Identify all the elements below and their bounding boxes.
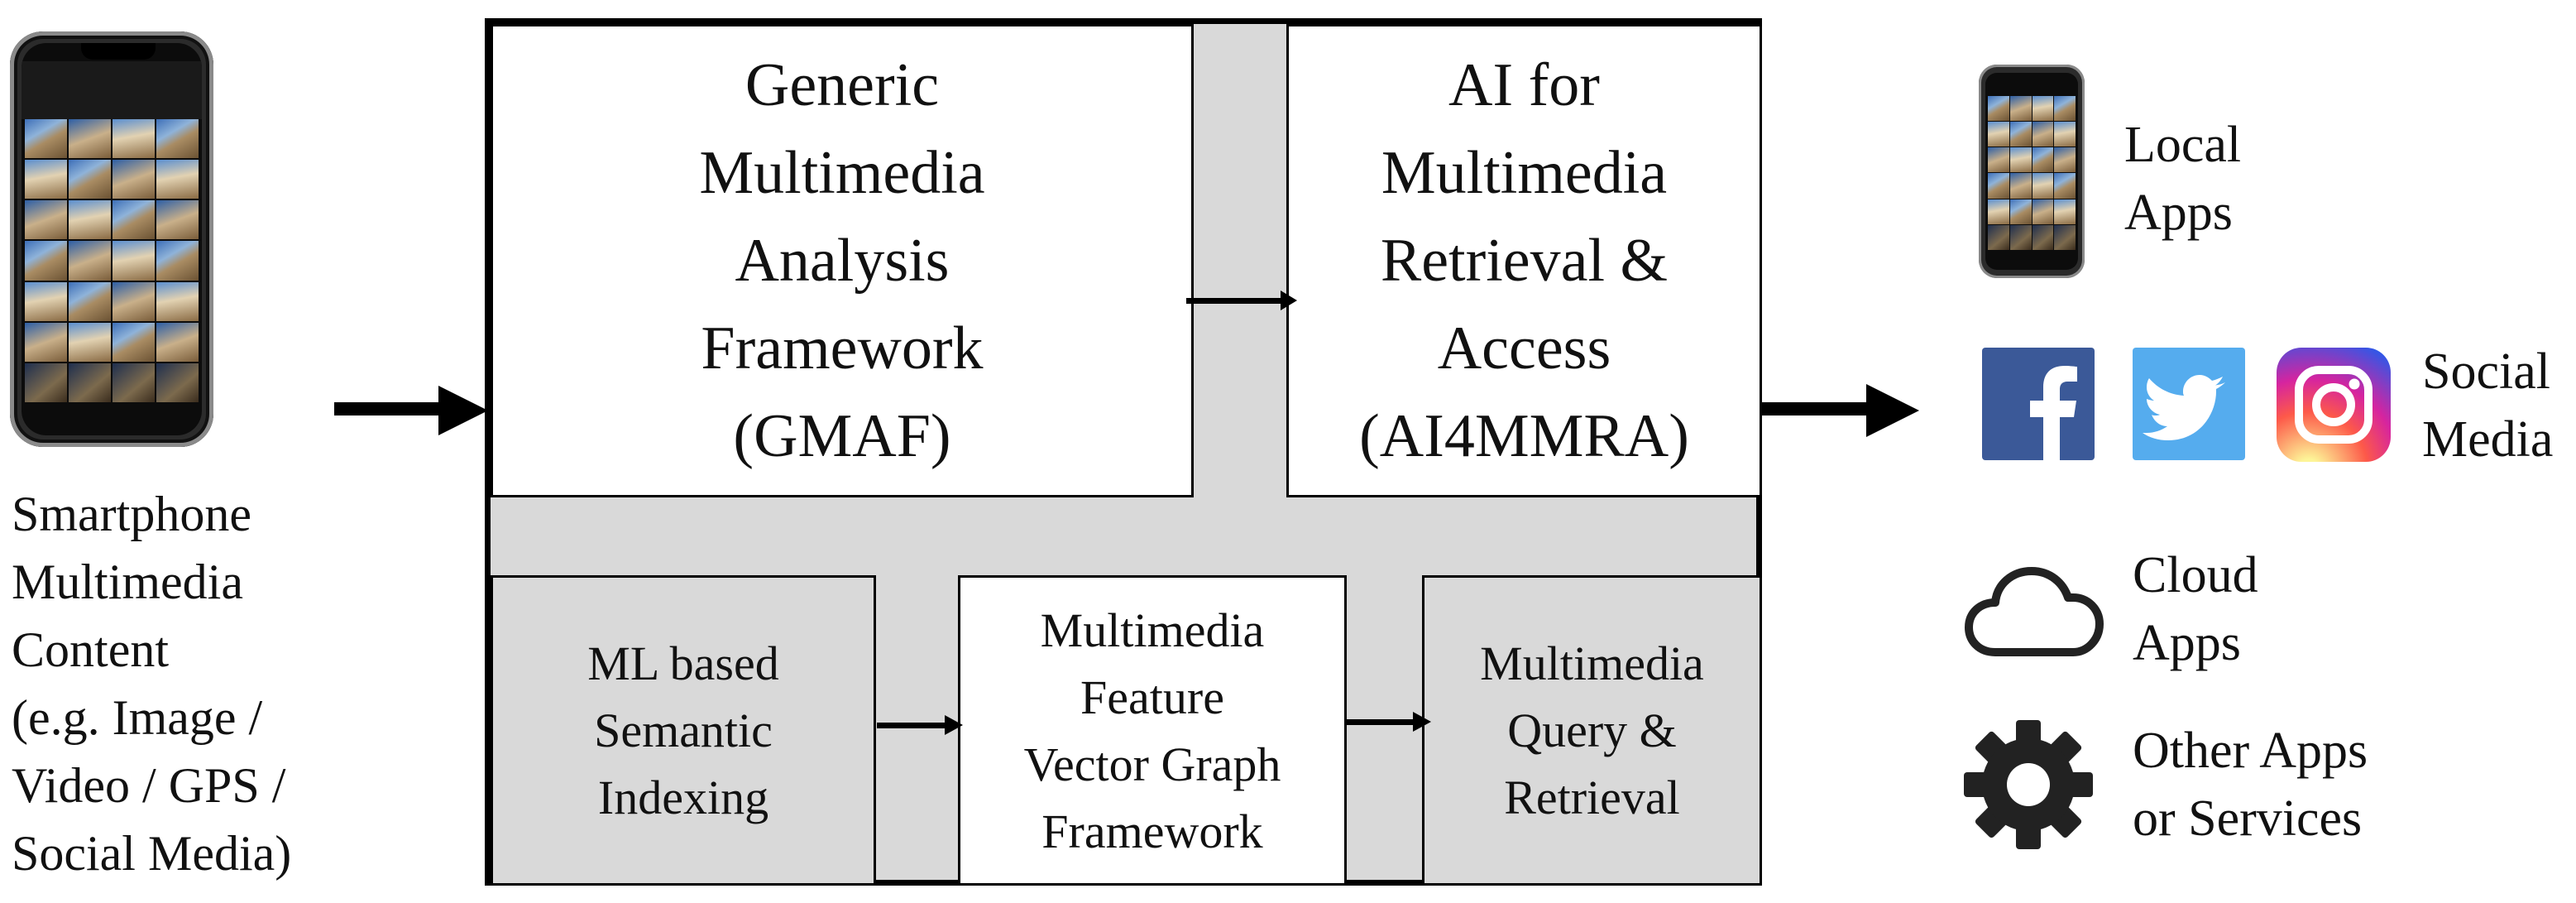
semantic-indexing-box: ML based Semantic Indexing [491,575,876,886]
local-apps-label: Local Apps [2124,117,2242,241]
social-media-label: Social Media [2422,343,2554,468]
smartphone-content-label: Smartphone Multimedia Content (e.g. Imag… [12,487,292,881]
phone-notch [81,43,156,60]
local-apps-phone-icon [1979,65,2085,278]
framework-frame: Generic Multimedia Analysis Framework (G… [485,18,1762,886]
feature-vector-graph-box: Multimedia Feature Vector Graph Framewor… [958,575,1347,886]
ai4mmra-box: AI for Multimedia Retrieval & Access (AI… [1286,24,1762,497]
input-arrow-head [438,386,488,435]
indexing-to-graph-arrowhead [945,715,963,735]
facebook-icon [1982,348,2095,460]
other-apps-label: Other Apps or Services [2133,723,2368,847]
output-arrow-shaft [1762,402,1870,415]
cloud-apps-label: Cloud Apps [2133,547,2258,671]
smartphone-screen [22,43,202,435]
twitter-icon [2133,348,2245,460]
graph-to-query-arrow [1345,719,1418,725]
gmaf-to-ai4mmra-arrow [1186,298,1284,304]
instagram-icon [2277,348,2391,462]
gear-icon [1962,718,2095,851]
output-arrow-head [1866,384,1919,437]
photo-grid [25,119,199,402]
gmaf-box: Generic Multimedia Analysis Framework (G… [491,24,1194,497]
cloud-icon [1962,560,2104,665]
smartphone-icon [10,31,213,447]
gmaf-to-ai4mmra-arrowhead [1281,291,1297,310]
input-arrow-shaft [334,402,442,415]
indexing-to-graph-arrow [877,723,950,728]
query-retrieval-box: Multimedia Query & Retrieval [1422,575,1762,886]
graph-to-query-arrowhead [1413,712,1431,732]
phone-header [22,61,202,119]
